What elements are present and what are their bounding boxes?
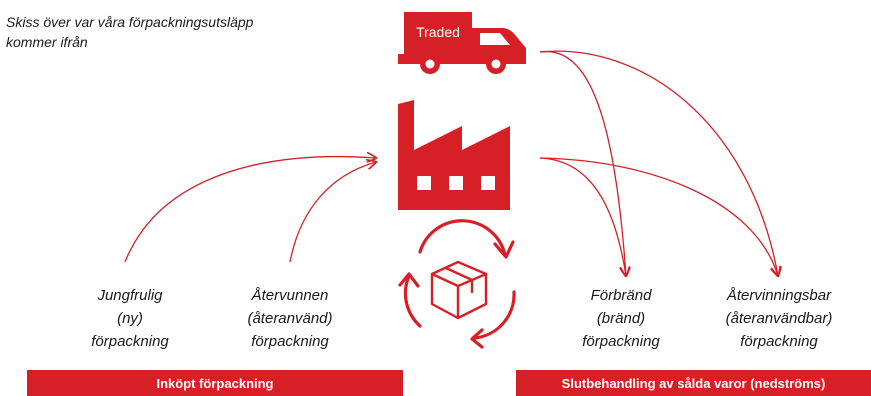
arrow-factory-to-incinerated <box>539 157 626 276</box>
label-recycled-line-2: (återanvänd) <box>247 310 333 327</box>
label-recycled-line-3: förpackning <box>251 333 329 350</box>
caption-line-1: Skiss över var våra förpackningsutsläpp <box>6 14 254 30</box>
truck-icon: Traded <box>398 12 526 74</box>
purchased-packaging-bar: Inköpt förpackning <box>27 370 403 396</box>
flow-arrows <box>124 50 778 276</box>
label-incinerated-line-3: förpackning <box>582 333 660 350</box>
arrow-factory-to-recyclable <box>539 157 778 276</box>
recycle-box-icon <box>398 219 516 349</box>
label-recyclable-line-1: Återvinningsbar <box>726 287 832 304</box>
arrow-recycled-to-factory <box>289 162 376 263</box>
label-virgin-line-2: (ny) <box>117 310 143 327</box>
label-incinerated-line-2: (bränd) <box>596 310 646 327</box>
arrow-truck-to-incinerated <box>539 50 626 276</box>
arrow-virgin-to-factory <box>124 157 376 263</box>
label-recyclable-line-3: förpackning <box>740 333 818 350</box>
label-virgin-packaging: Jungfrulig (ny) förpackning <box>55 284 205 353</box>
label-incinerated-packaging: Förbränd (bränd) förpackning <box>546 284 696 353</box>
arrow-truck-to-recyclable <box>539 50 778 276</box>
truck-label: Traded <box>416 24 460 40</box>
label-virgin-line-3: förpackning <box>91 333 169 350</box>
diagram-caption: Skiss över var våra förpackningsutsläpp … <box>6 12 306 52</box>
label-recycled-line-1: Återvunnen <box>251 287 329 304</box>
label-recyclable-line-2: (återanvändbar) <box>725 310 833 327</box>
label-virgin-line-1: Jungfrulig <box>97 287 163 304</box>
label-recyclable-packaging: Återvinningsbar (återanvändbar) förpackn… <box>704 284 854 353</box>
label-recycled-packaging: Återvunnen (återanvänd) förpackning <box>215 284 365 353</box>
factory-icon <box>398 100 510 210</box>
end-of-life-bar: Slutbehandling av sålda varor (nedströms… <box>516 370 871 396</box>
caption-line-2: kommer ifrån <box>6 34 88 50</box>
label-incinerated-line-1: Förbränd <box>590 287 652 304</box>
